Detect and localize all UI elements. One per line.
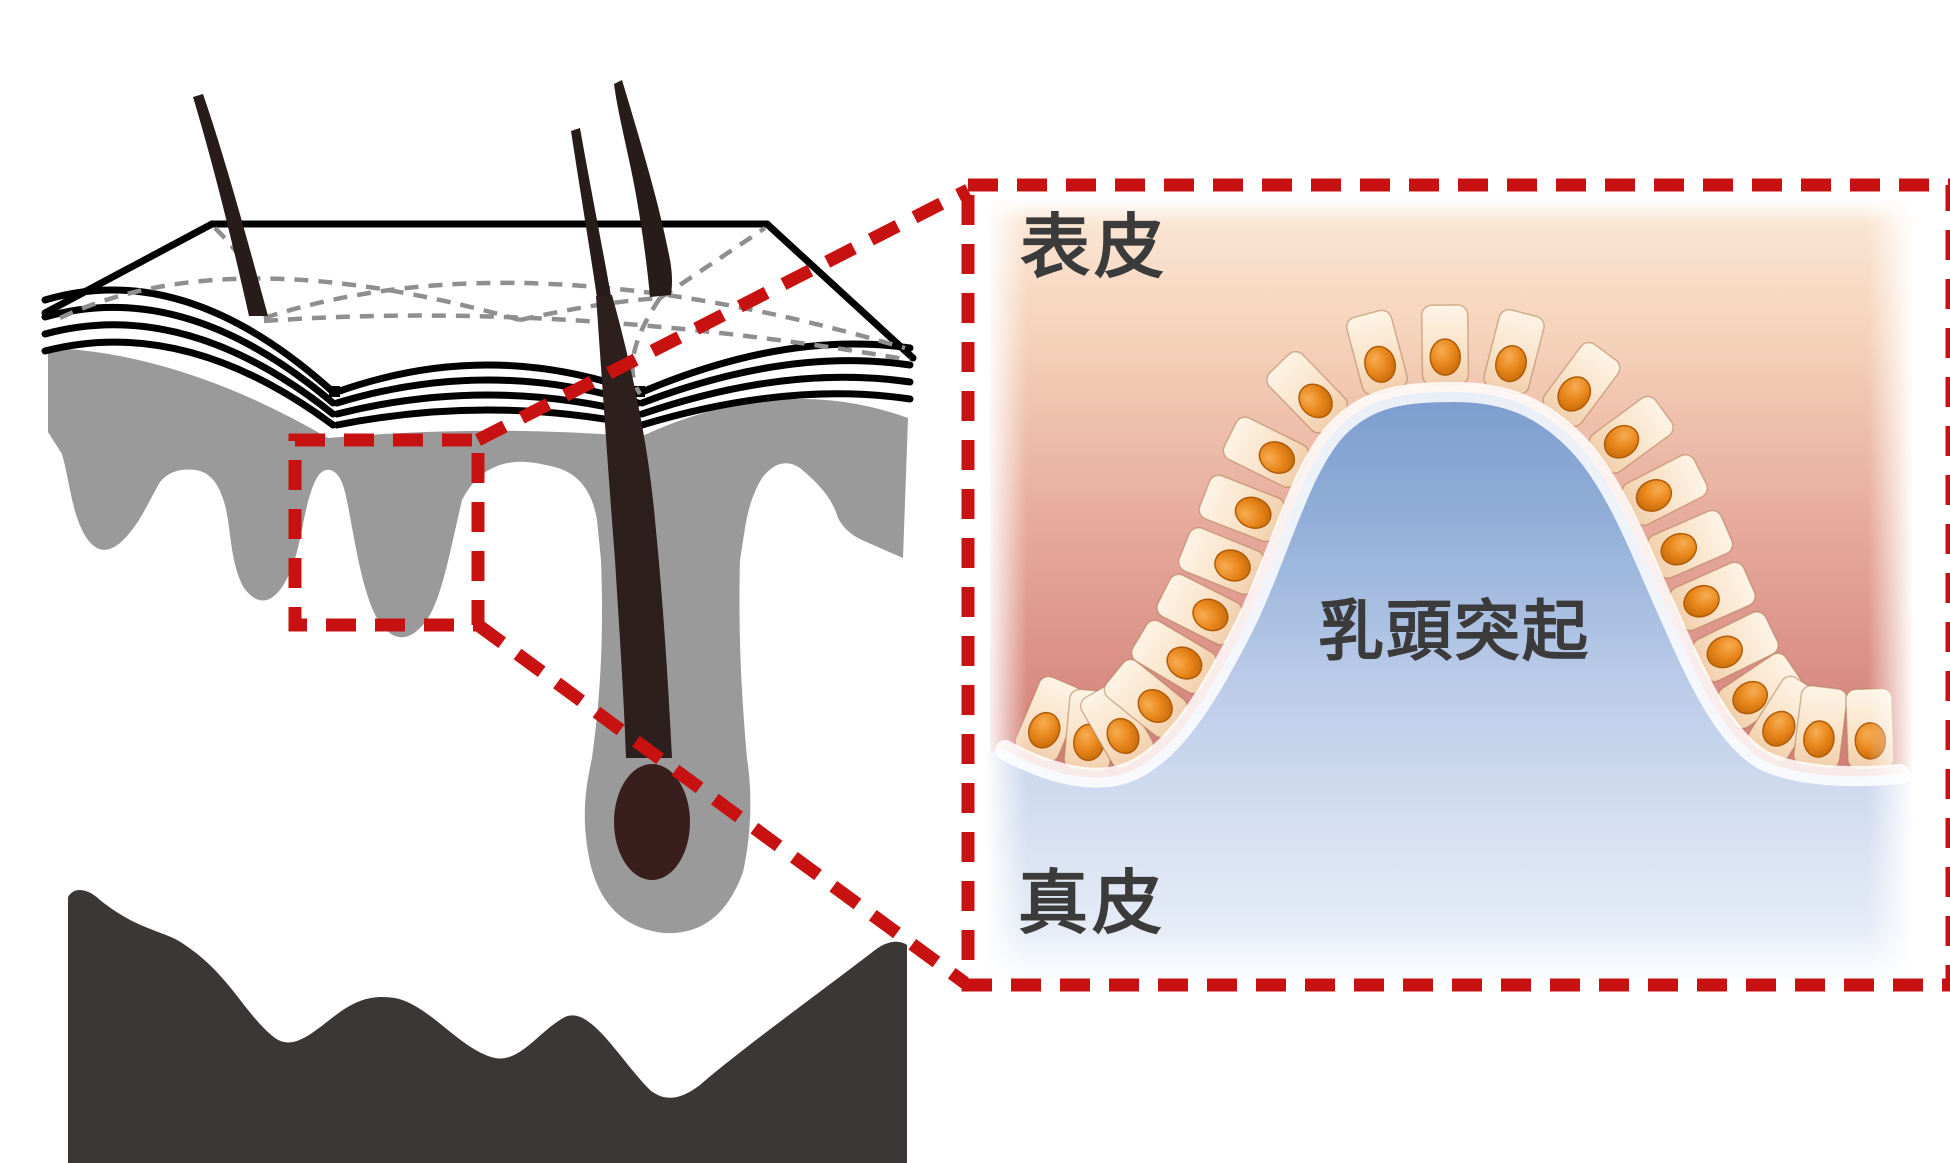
inset-edge-fade [1868,198,1914,988]
cell-nucleus [1137,689,1173,724]
cell-nucleus [1298,383,1333,419]
inset-dermis-background [985,392,1912,988]
papilla-label: 乳頭突起 [1318,594,1590,668]
cell-nucleus [1495,345,1527,383]
cell-nucleus [1635,479,1673,512]
hair-icon [193,80,672,316]
connector-line-bottom [474,619,969,989]
cell-nucleus [1258,441,1296,474]
arc-notch-tick [329,386,340,397]
basal-cell [1345,309,1409,396]
inset-edge-fade [985,198,1027,988]
connector-line-top [475,184,971,446]
cell-nucleus [1192,598,1229,632]
inset-edge-fade [985,198,1913,224]
cell-nucleus [1557,376,1592,412]
subcutis-wave [68,889,907,1163]
inset-panel [985,198,1914,988]
hair-follicle-bulb [614,764,690,880]
cell-nucleus [1603,424,1640,459]
basal-cell [1198,474,1286,543]
skin-surface-outline [41,220,917,362]
callout [288,178,1950,992]
basal-cell [1266,350,1349,434]
highlight-rect [288,433,485,632]
basal-cell [1588,395,1674,474]
cell-nucleus [1364,345,1397,383]
basal-cell [1692,611,1779,683]
cell-nucleus [1166,646,1203,680]
basal-cell [1130,619,1218,695]
basal-cell [1103,658,1189,739]
inset-border [961,178,1950,992]
dermis-label: 真皮 [1018,864,1166,942]
cell-nucleus [1429,338,1461,376]
cell-nucleus [1732,680,1769,715]
cell-nucleus [1106,717,1140,755]
cell-nucleus [1706,635,1743,669]
basal-cell [1542,341,1621,427]
hair-follicle-shaft [596,295,672,758]
basal-cell [1222,416,1310,488]
cell-nucleus [1027,711,1061,749]
epidermis-label: 表皮 [1020,208,1168,286]
cell-nucleus [1234,496,1272,529]
inset-edge-fade [985,930,1913,988]
cell-nucleus [1803,720,1835,758]
cell-nucleus [1762,710,1796,747]
basal-cell [1793,684,1848,770]
cell-nucleus [1683,584,1720,618]
basal-cell [1483,308,1545,396]
surface-texture-lines [59,226,911,396]
cell-nucleus [1214,549,1251,582]
basal-cell [1079,682,1155,769]
basal-cell [1420,304,1470,387]
basal-cell [1177,526,1265,596]
cell-nucleus [1660,532,1698,566]
